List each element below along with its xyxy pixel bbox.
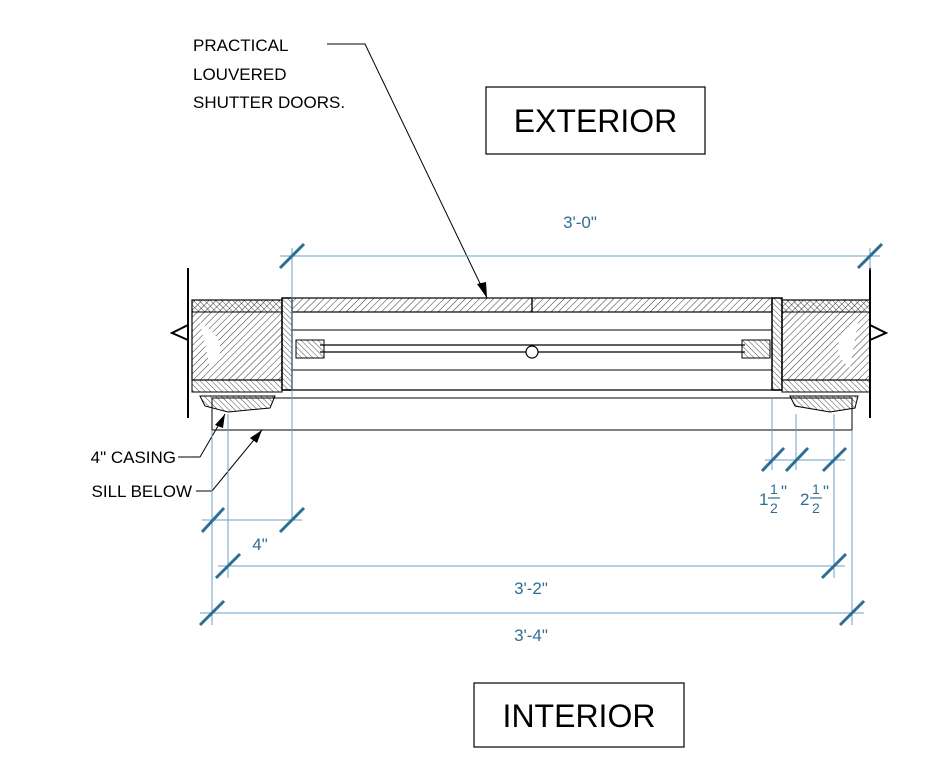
dim-a-denominator: 2: [770, 500, 778, 516]
dim-a-numerator: 1: [770, 481, 778, 497]
dim-one-and-half: 1 1 2 ": [759, 481, 787, 516]
interior-tag: INTERIOR: [503, 698, 656, 734]
dim-b-whole: 2: [800, 490, 809, 509]
casing-note: 4" CASING: [91, 448, 176, 467]
shutter-note-line1: PRACTICAL: [193, 36, 288, 55]
exterior-tag-box: [485, 86, 706, 155]
sill-note: SILL BELOW: [92, 482, 192, 501]
dim-b-unit: ": [823, 482, 829, 501]
dim-b-numerator: 1: [812, 481, 820, 497]
sill: [199, 389, 859, 431]
dim-casing-width: 4": [252, 535, 268, 554]
dimension-lines: [198, 242, 884, 627]
dim-a-unit: ": [781, 482, 787, 501]
dim-opening: 3'-0": [563, 213, 597, 232]
window-sash: [292, 329, 772, 371]
shutter-note-line2: LOUVERED: [193, 65, 287, 84]
dim-outer-overall: 3'-4": [514, 626, 548, 645]
dim-inner-overall: 3'-2": [514, 579, 548, 598]
dim-two-and-half: 2 1 2 ": [800, 481, 829, 516]
louvered-shutter-doors: [291, 297, 773, 313]
leader-lines: [178, 43, 488, 492]
shutter-note-line3: SHUTTER DOORS.: [193, 93, 345, 112]
right-wall: [771, 268, 889, 418]
exterior-tag: EXTERIOR: [514, 103, 678, 139]
dim-a-whole: 1: [759, 490, 768, 509]
dim-b-denominator: 2: [812, 500, 820, 516]
left-wall: [169, 268, 293, 418]
interior-tag-box: [473, 682, 685, 748]
